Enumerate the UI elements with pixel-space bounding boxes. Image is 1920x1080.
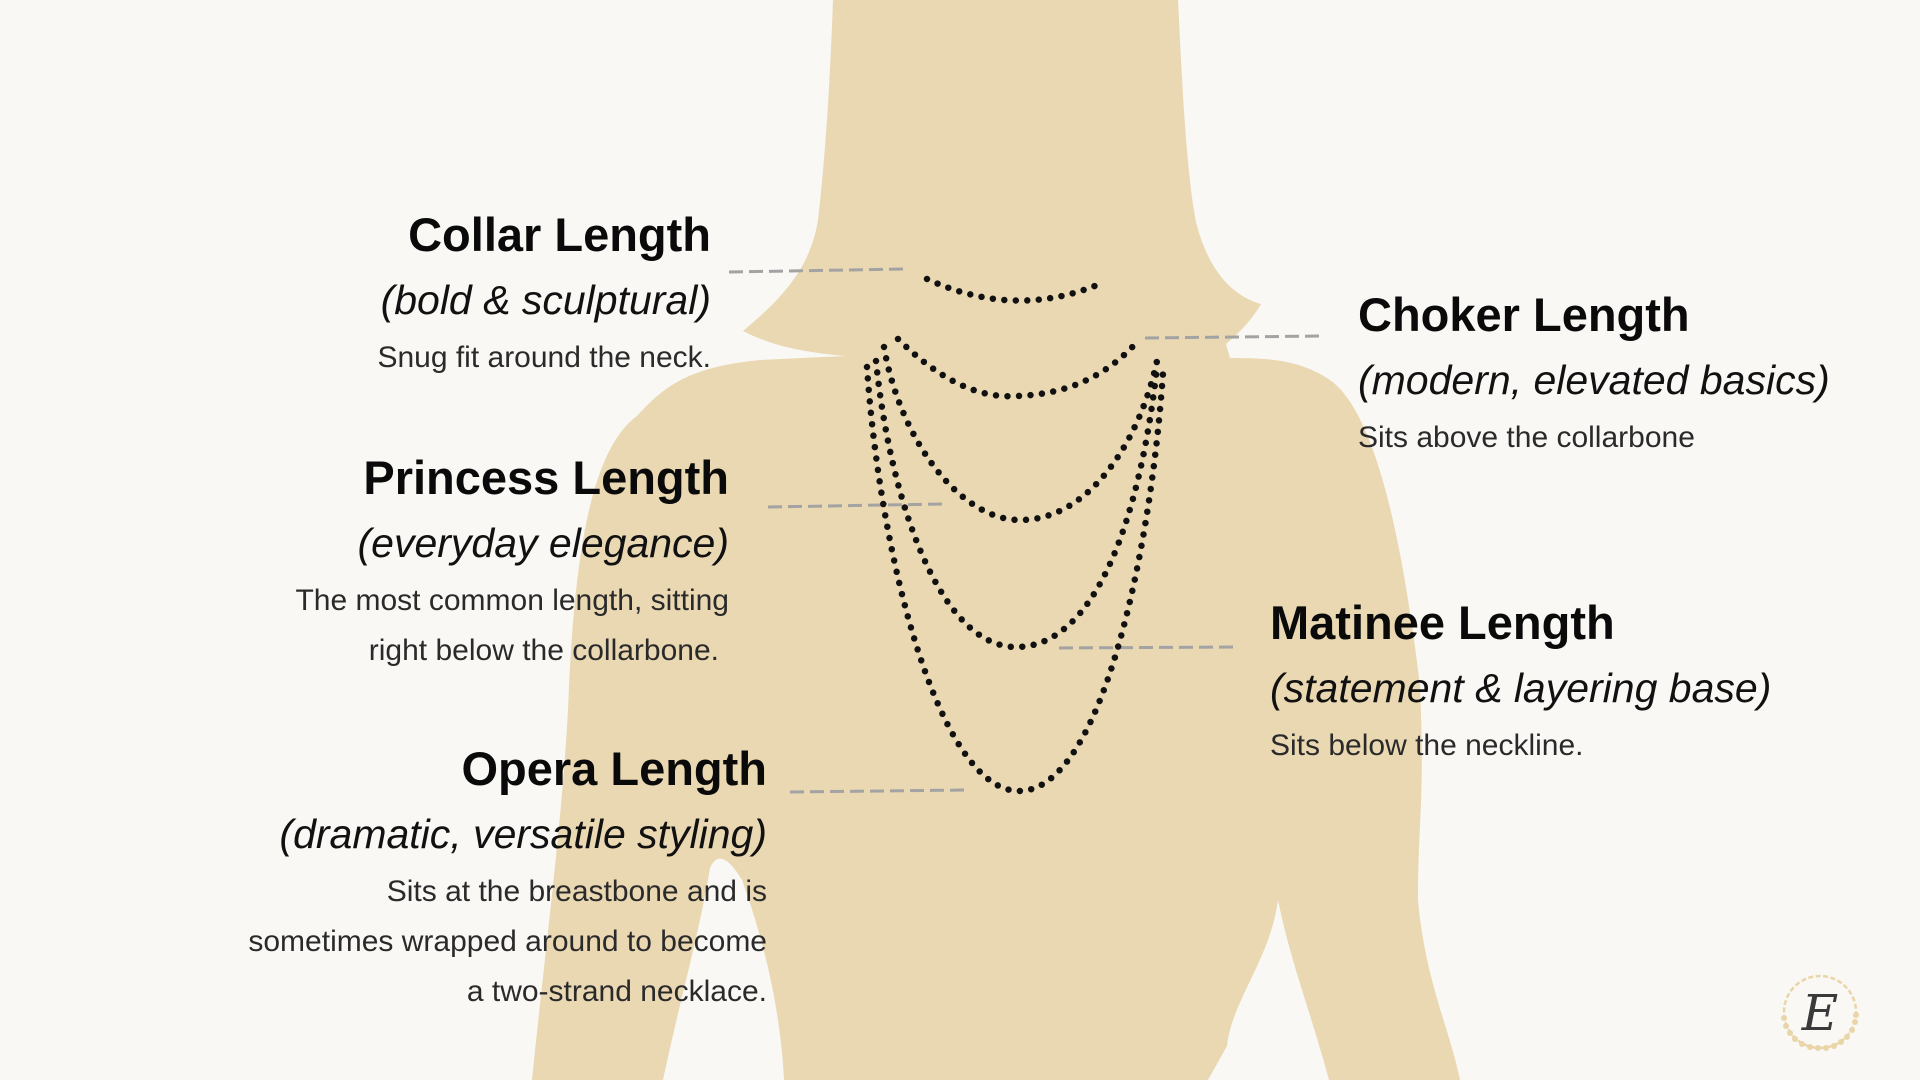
- opera-length-label: Opera Length (dramatic, versatile stylin…: [248, 737, 767, 1017]
- matinee-subtitle: (statement & layering base): [1270, 665, 1772, 711]
- collar-title: Collar Length: [408, 208, 711, 261]
- matinee-leader-line: [1058, 645, 1235, 650]
- princess-length-label: Princess Length (everyday elegance) The …: [295, 446, 729, 676]
- opera-description-line-2: sometimes wrapped around to become: [248, 925, 767, 958]
- choker-length-label: Choker Length (modern, elevated basics) …: [1358, 283, 1830, 463]
- leader-lines: [728, 267, 1323, 794]
- collar-description: Snug fit around the neck.: [377, 341, 711, 374]
- logo-pearls: [1781, 1012, 1859, 1051]
- matinee-description: Sits below the neckline.: [1270, 729, 1584, 762]
- choker-description: Sits above the collarbone: [1358, 421, 1695, 454]
- opera-subtitle: (dramatic, versatile styling): [279, 811, 767, 857]
- matinee-length-label: Matinee Length (statement & layering bas…: [1270, 591, 1771, 771]
- choker-subtitle: (modern, elevated basics): [1358, 357, 1830, 403]
- choker-title: Choker Length: [1358, 288, 1690, 341]
- opera-description-line-1: Sits at the breastbone and is: [386, 875, 767, 908]
- opera-leader-line: [789, 788, 968, 794]
- opera-necklace: [863, 363, 1167, 795]
- matinee-title: Matinee Length: [1270, 596, 1615, 649]
- princess-leader-line: [767, 502, 944, 509]
- collar-subtitle: (bold & sculptural): [380, 277, 711, 323]
- opera-title: Opera Length: [461, 742, 767, 795]
- collar-leader-line: [728, 267, 907, 274]
- princess-description-line-2: right below the collarbone.: [368, 634, 719, 667]
- collar-length-label: Collar Length (bold & sculptural) Snug f…: [377, 203, 711, 383]
- brand-logo: E: [1781, 974, 1859, 1051]
- collar-necklace: [923, 275, 1106, 304]
- body-silhouette: [532, 0, 1460, 1080]
- choker-necklace: [894, 335, 1140, 400]
- opera-description-line-3: a two-strand necklace.: [466, 975, 767, 1008]
- princess-title: Princess Length: [363, 451, 729, 504]
- princess-subtitle: (everyday elegance): [357, 520, 729, 566]
- choker-leader-line: [1144, 334, 1323, 340]
- logo-letter: E: [1801, 984, 1839, 1042]
- matinee-necklace: [872, 357, 1161, 651]
- princess-description-line-1: The most common length, sitting: [295, 584, 729, 617]
